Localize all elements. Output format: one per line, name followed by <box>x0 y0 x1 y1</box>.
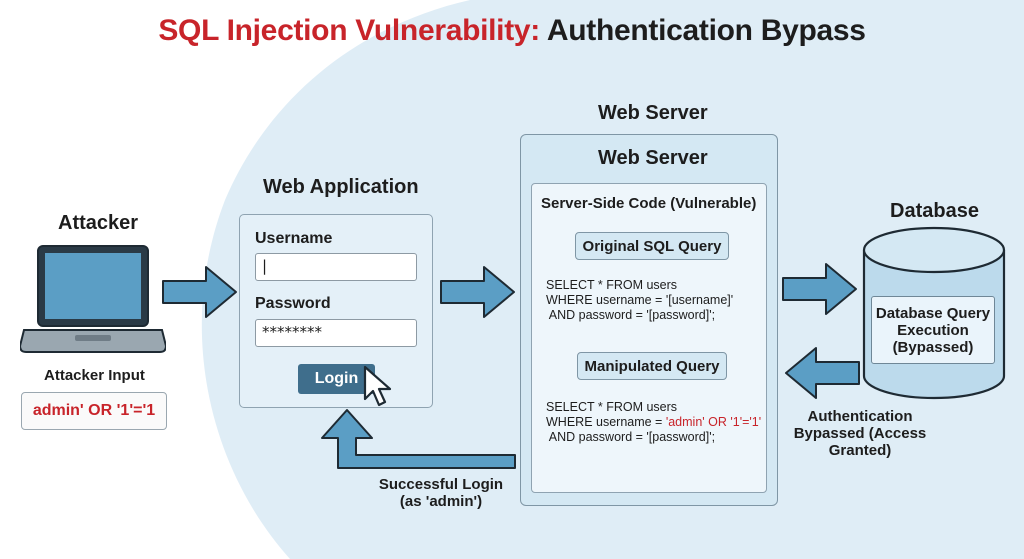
arrow-successful-login <box>321 409 516 469</box>
original-query-label: Original SQL Query <box>575 232 729 260</box>
manipulated-query-line: WHERE username = 'admin' OR '1'='1' <box>546 415 761 430</box>
auth-bypassed-label: Authentication Bypassed (Access Granted) <box>793 408 927 459</box>
database-heading: Database <box>890 200 979 222</box>
username-field[interactable]: | <box>255 253 417 281</box>
server-side-code-panel: Server-Side Code (Vulnerable) Original S… <box>531 183 767 493</box>
arrow-to-database <box>782 263 857 315</box>
username-label: Username <box>255 230 333 247</box>
web-app-heading: Web Application <box>263 176 419 198</box>
database-query-box: Database Query Execution (Bypassed) <box>871 296 995 364</box>
original-query-line: AND password = '[password]'; <box>546 308 716 322</box>
manipulated-query-line: SELECT * FROM users <box>546 400 678 414</box>
attacker-input-label: Attacker Input <box>44 367 145 384</box>
mouse-pointer-icon <box>363 365 392 407</box>
arrow-to-web-server <box>440 266 515 318</box>
password-label: Password <box>255 295 331 312</box>
arrow-to-web-app <box>162 266 237 318</box>
attacker-input-value: admin' OR '1'='1 <box>21 392 167 430</box>
login-button[interactable]: Login <box>298 364 375 394</box>
login-form-panel: Username | Password ******** Login <box>239 214 433 408</box>
password-field[interactable]: ******** <box>255 319 417 347</box>
manipulated-query-line: AND password = '[password]'; <box>546 430 716 444</box>
successful-login-line: (as 'admin') <box>399 493 483 510</box>
title-part-red: SQL Injection Vulnerability: <box>158 14 540 47</box>
original-query-code: SELECT * FROM users WHERE username = '[u… <box>546 278 733 323</box>
laptop-icon <box>20 245 166 353</box>
web-server-outer-heading: Web Server <box>598 102 708 124</box>
title-part-dark: Authentication Bypass <box>546 14 866 47</box>
web-server-panel: Web Server Server-Side Code (Vulnerable)… <box>520 134 778 506</box>
attacker-heading: Attacker <box>58 212 139 234</box>
diagram-title: SQL Injection Vulnerability: Authenticat… <box>0 14 1024 48</box>
arrow-from-database <box>785 347 860 399</box>
manipulated-query-prefix: WHERE username = <box>546 415 666 429</box>
manipulated-query-label: Manipulated Query <box>577 352 727 380</box>
web-server-inner-heading: Web Server <box>598 147 708 169</box>
successful-login-label: Successful Login (as 'admin') <box>372 476 510 510</box>
server-code-heading: Server-Side Code (Vulnerable) <box>541 195 757 212</box>
manipulated-query-code: SELECT * FROM users WHERE username = 'ad… <box>546 400 761 445</box>
original-query-line: SELECT * FROM users <box>546 278 678 292</box>
original-query-line: WHERE username = '[username]' <box>546 293 734 307</box>
successful-login-line: Successful Login <box>378 476 504 493</box>
injected-payload: 'admin' OR '1'='1' <box>665 415 762 429</box>
